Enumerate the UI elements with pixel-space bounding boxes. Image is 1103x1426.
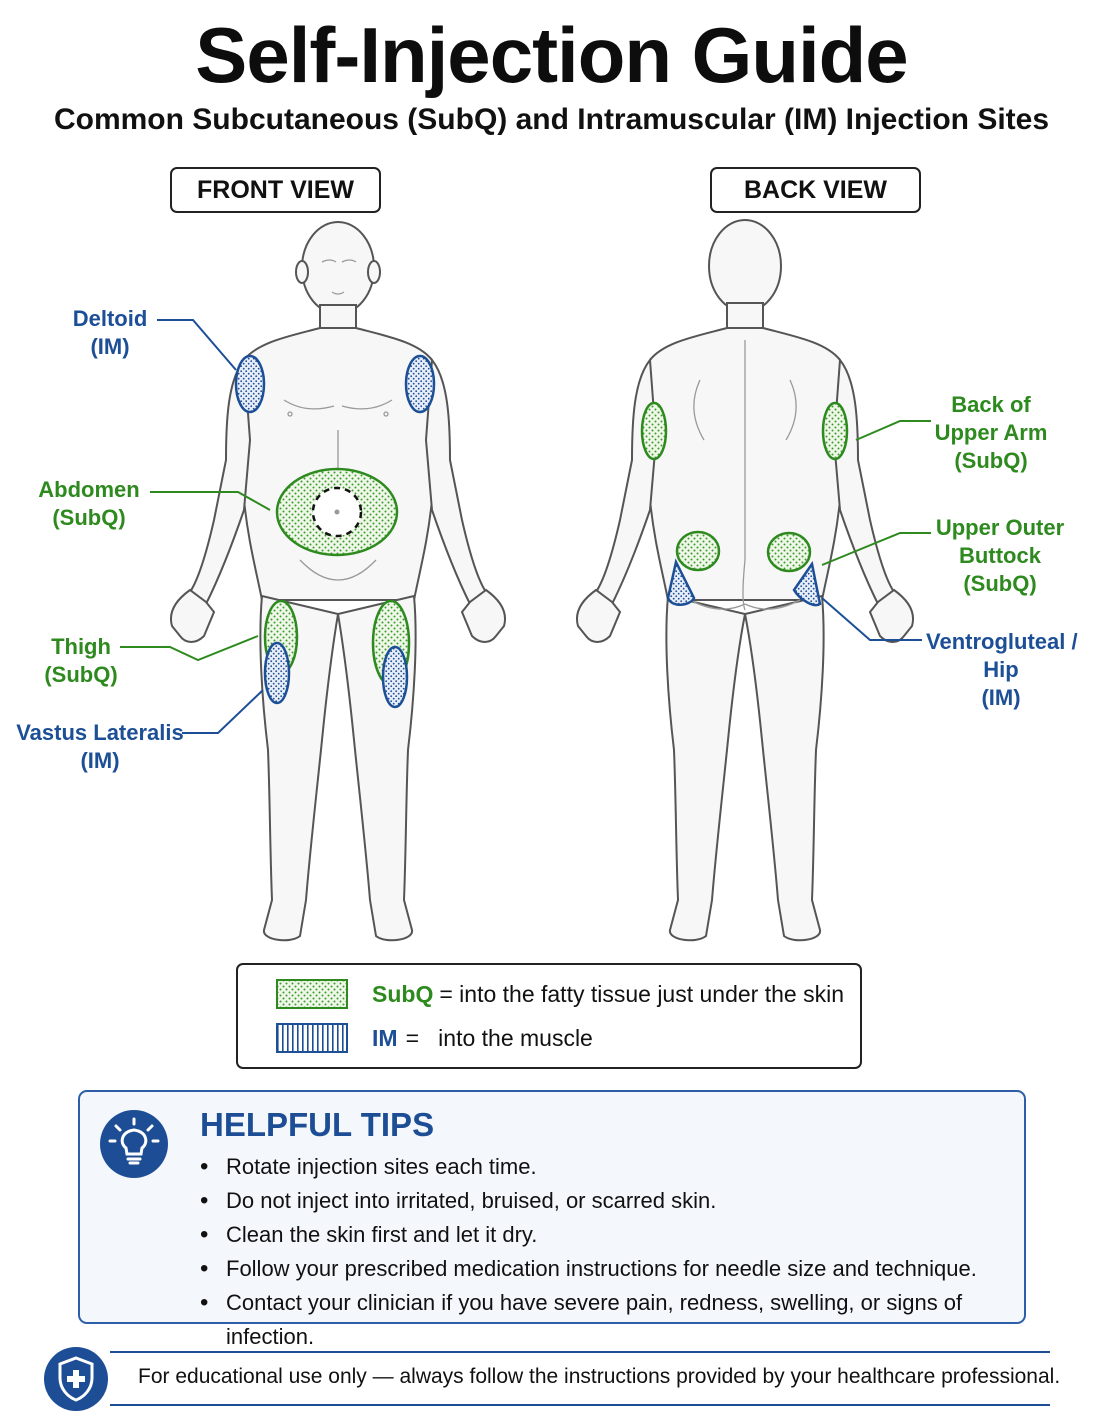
front-details: [283, 259, 393, 581]
legend-subq-term: SubQ: [372, 980, 434, 1007]
thigh-leader: [120, 635, 259, 662]
legend-im-term: IM: [372, 1024, 398, 1051]
back-arm-left-site: [640, 401, 668, 461]
tips-list: Rotate injection sites each time. Do not…: [200, 1150, 1024, 1354]
buttock-left-site: [675, 530, 721, 572]
tip-item: Clean the skin first and let it dry.: [200, 1218, 1024, 1252]
vastus-left-site: [263, 641, 291, 705]
buttock-leader: [821, 532, 931, 566]
vastus-right-site: [381, 645, 409, 709]
im-swatch: [276, 1023, 348, 1053]
ventrogluteal-leader: [821, 597, 922, 641]
footer-rule-bottom: [110, 1404, 1050, 1406]
subq-swatch: [276, 979, 348, 1009]
legend-subq-row: SubQ = into the fatty tissue just under …: [276, 979, 844, 1009]
tip-item: Follow your prescribed medication instru…: [200, 1252, 1024, 1286]
back-view-label: BACK VIEW: [710, 167, 921, 213]
tip-item: Contact your clinician if you have sever…: [200, 1286, 1024, 1354]
footer-disclaimer: For educational use only — always follow…: [138, 1365, 1061, 1388]
back-arm-leader: [855, 420, 931, 441]
vastus-leader: [182, 689, 264, 734]
front-body: [170, 221, 506, 942]
deltoid-leader: [157, 319, 237, 371]
ventrogluteal-right-site: [792, 560, 822, 607]
tips-title: HELPFUL TIPS: [200, 1106, 435, 1143]
shield-plus-icon: [44, 1347, 108, 1411]
thigh-label: Thigh(SubQ): [44, 634, 118, 687]
legend: SubQ = into the fatty tissue just under …: [236, 963, 862, 1069]
front-view-label: FRONT VIEW: [170, 167, 381, 213]
deltoid-left-site: [234, 354, 266, 414]
abdomen-label: Abdomen(SubQ): [38, 477, 140, 530]
deltoid-label: Deltoid(IM): [72, 306, 148, 359]
deltoid-right-site: [404, 354, 436, 414]
ventrogluteal-left-site: [666, 558, 696, 606]
back-details: [689, 340, 801, 611]
tip-item: Do not inject into irritated, bruised, o…: [200, 1184, 1024, 1218]
page-subtitle: Common Subcutaneous (SubQ) and Intramusc…: [53, 103, 1050, 136]
body-diagram: [120, 219, 931, 942]
lightbulb-icon: [100, 1110, 168, 1178]
back-body: [576, 219, 914, 942]
legend-subq-desc: = into the fatty tissue just under the s…: [439, 980, 844, 1007]
abdomen-leader: [150, 491, 271, 511]
helpful-tips-panel: HELPFUL TIPS Rotate injection sites each…: [78, 1090, 1026, 1349]
vastus-lateralis-label: Vastus Lateralis(IM): [16, 720, 184, 773]
footer-rule-top: [110, 1351, 1050, 1353]
tip-item: Rotate injection sites each time.: [200, 1150, 1024, 1184]
back-arm-right-site: [821, 401, 849, 461]
ventrogluteal-hip-label: Ventrogluteal /Hip(IM): [926, 629, 1078, 710]
page-title: Self-Injection Guide: [195, 11, 908, 99]
buttock-right-site: [766, 531, 812, 573]
legend-im-desc: = into the muscle: [405, 1024, 593, 1051]
legend-im-row: IM = into the muscle: [276, 1023, 593, 1053]
